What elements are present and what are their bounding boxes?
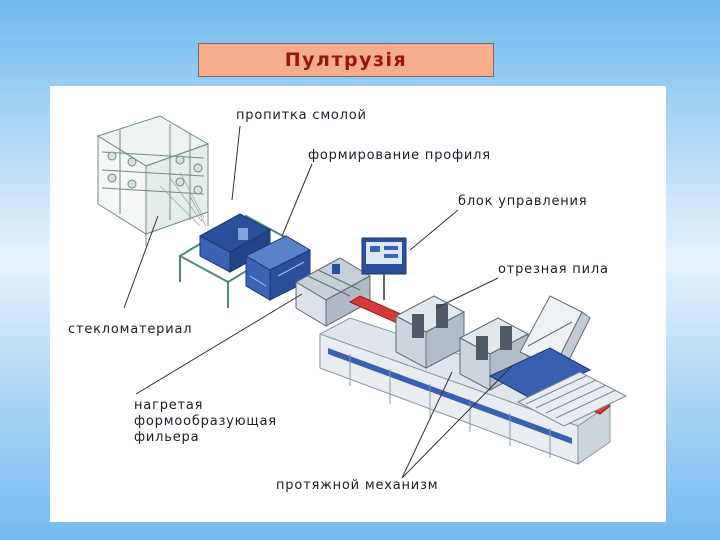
fiber-strands [159, 171, 207, 227]
profile-forming-unit [244, 235, 312, 301]
label-control-unit: блок управления [458, 194, 588, 209]
heated-die [294, 257, 372, 327]
fiberglass-creel [96, 115, 210, 246]
label-profile-forming: формирование профиля [308, 148, 491, 163]
slide-title-box: Пултрузія [198, 43, 494, 77]
cutoff-saw [488, 295, 592, 399]
pultrusion-diagram: пропитка смолой формирование профиля бло… [50, 86, 666, 522]
label-heated-die-line2: формообразующая [134, 414, 277, 429]
leader-lines [123, 125, 513, 479]
label-cutoff-saw: отрезная пила [498, 262, 609, 277]
label-heated-die-line1: нагретая [134, 398, 204, 413]
roller-table [516, 371, 628, 427]
label-pulling-mechanism: протяжной механизм [276, 478, 439, 493]
label-resin-impregnation: пропитка смолой [236, 108, 367, 123]
label-fiberglass: стекломатериал [68, 322, 193, 337]
pultrusion-machine-illustration [96, 115, 628, 479]
control-unit [361, 237, 407, 300]
slide-title: Пултрузія [284, 49, 408, 71]
label-heated-die-line3: фильера [134, 430, 200, 445]
